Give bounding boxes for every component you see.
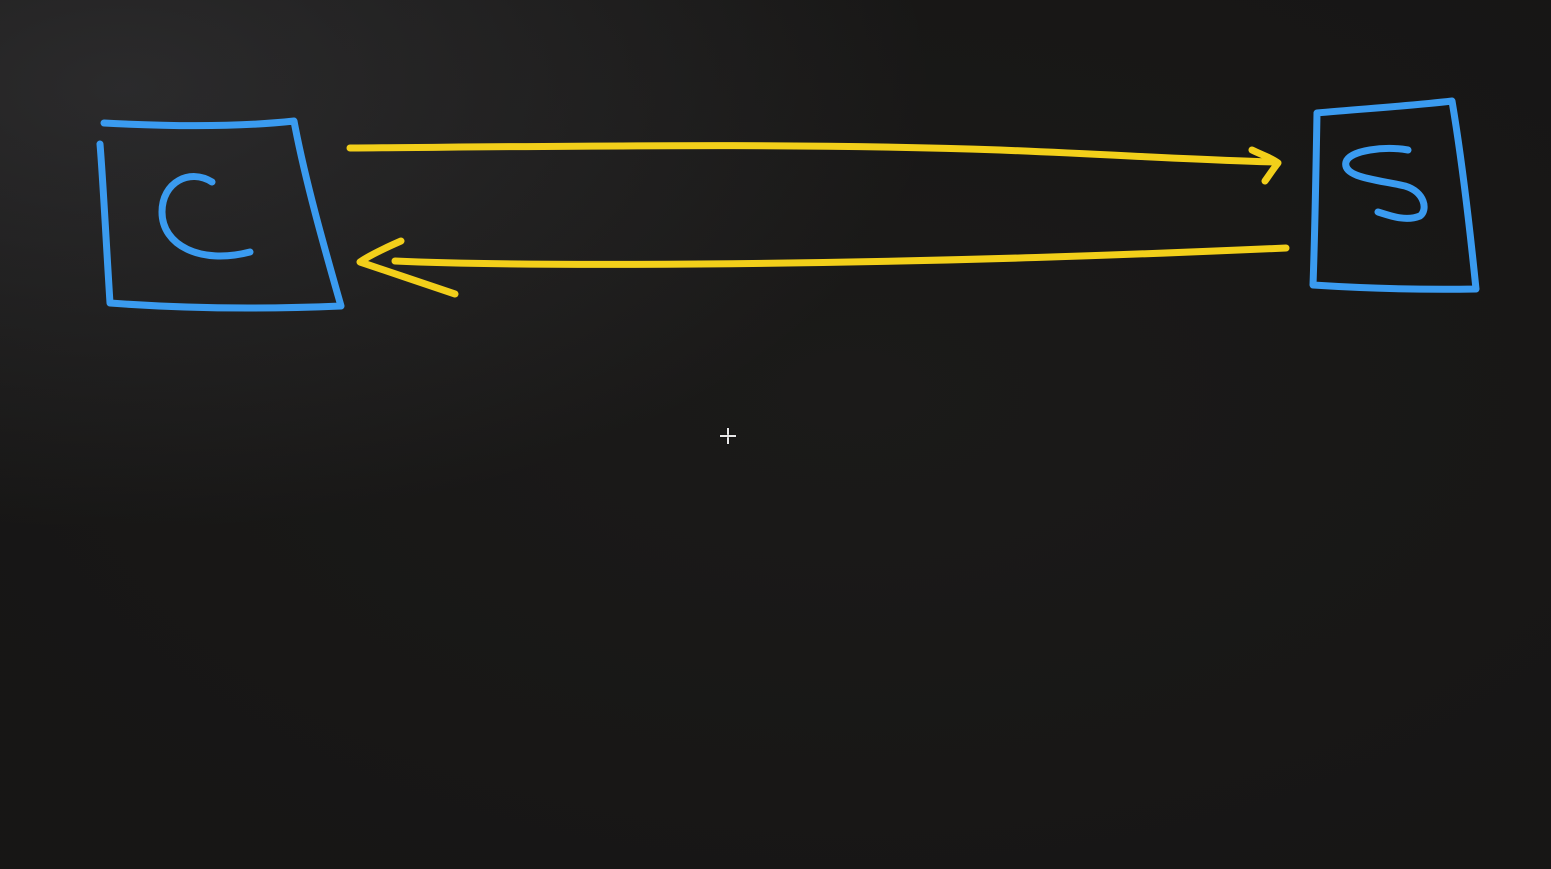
arrow-right-head: [1248, 146, 1282, 185]
node-client: [96, 117, 345, 312]
node-client-letter: [158, 173, 254, 260]
node-server-box: [1309, 97, 1480, 293]
arrow-left-shaft: [391, 244, 1290, 268]
arrow-right-shaft: [346, 142, 1279, 166]
crosshair-icon: [718, 426, 738, 446]
edge-client-to-server: [346, 142, 1282, 185]
edge-server-to-client: [356, 237, 1290, 298]
arrow-left-head: [356, 237, 459, 298]
node-server-letter: [1342, 145, 1428, 222]
node-server: [1309, 97, 1480, 293]
node-client-box: [96, 117, 345, 312]
